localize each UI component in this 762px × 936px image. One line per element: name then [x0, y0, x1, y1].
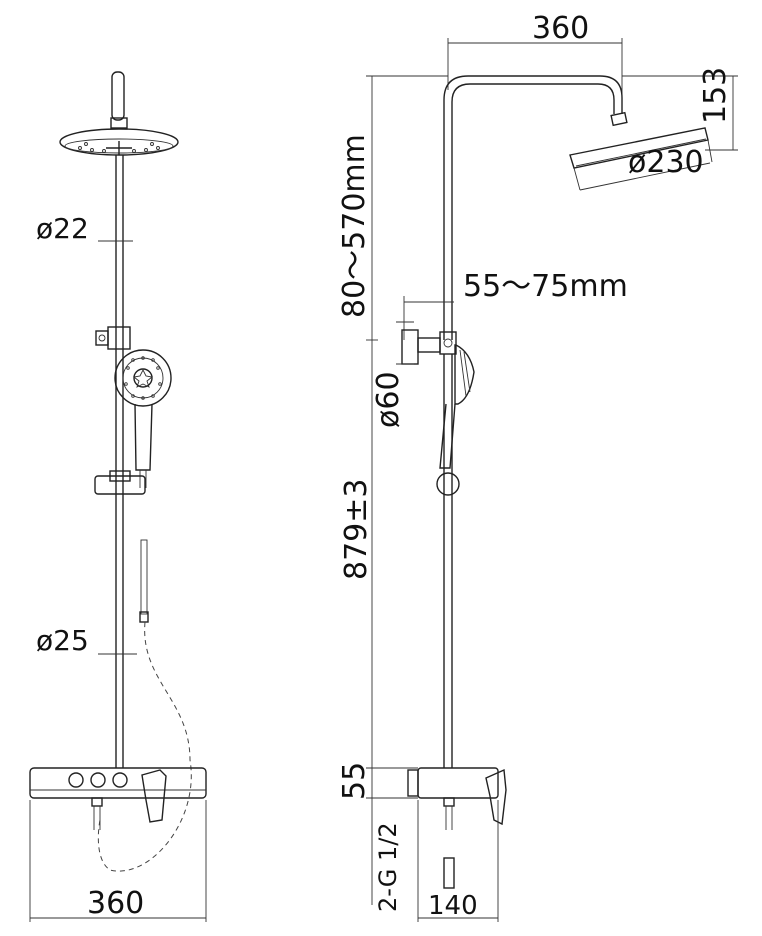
rod-top-cap: [111, 71, 125, 121]
dim-head-diameter-label: ø230: [628, 145, 704, 180]
diverter-button-icon: [112, 772, 128, 788]
dim-thread-label: 2-G 1/2: [374, 822, 402, 912]
valve-handle-side: [485, 768, 507, 826]
shower-arm-inner: [451, 83, 615, 340]
wall-bracket: [95, 326, 131, 350]
valve-body-side: [407, 767, 507, 889]
hose-nut: [139, 611, 149, 623]
inlet-nut: [91, 797, 103, 807]
dim-rod-bottom-label: ø25: [36, 624, 89, 657]
valve-body-front: [29, 767, 207, 830]
hand-shower-side: [436, 344, 475, 496]
side-view: 360 153 ø230 80～570mm 55～75mm: [337, 11, 738, 922]
shower-arm-outer: [443, 75, 623, 340]
dim-arm-length-label: 360: [532, 11, 589, 46]
temperature-dial-icon: [68, 772, 84, 788]
rain-head-side: [569, 111, 713, 191]
overhead-shower-head: [59, 117, 179, 156]
dim-adjust-range-label: 80～570mm: [337, 134, 372, 318]
dim-bracket-label: ø60: [371, 371, 406, 428]
dim-arm-height-label: 153: [698, 67, 733, 124]
wall-bracket-side: [401, 329, 457, 365]
valve-handle: [141, 769, 167, 823]
hand-shower: [114, 349, 172, 488]
hose-loop: [97, 621, 192, 872]
dim-width-label: 360: [87, 886, 144, 921]
dim-valve-height-label: 55: [337, 762, 372, 800]
slide-holder-knob: [436, 472, 460, 496]
hose-segment: [140, 539, 148, 615]
front-view: ø22: [29, 71, 207, 922]
dim-height-label: 879±3: [339, 479, 374, 580]
dim-wall-offset-label: 55～75mm: [463, 269, 628, 304]
flow-dial-icon: [90, 772, 106, 788]
dim-depth-label: 140: [428, 891, 478, 921]
slide-holder: [94, 470, 146, 495]
dim-rod-top-label: ø22: [36, 212, 89, 245]
